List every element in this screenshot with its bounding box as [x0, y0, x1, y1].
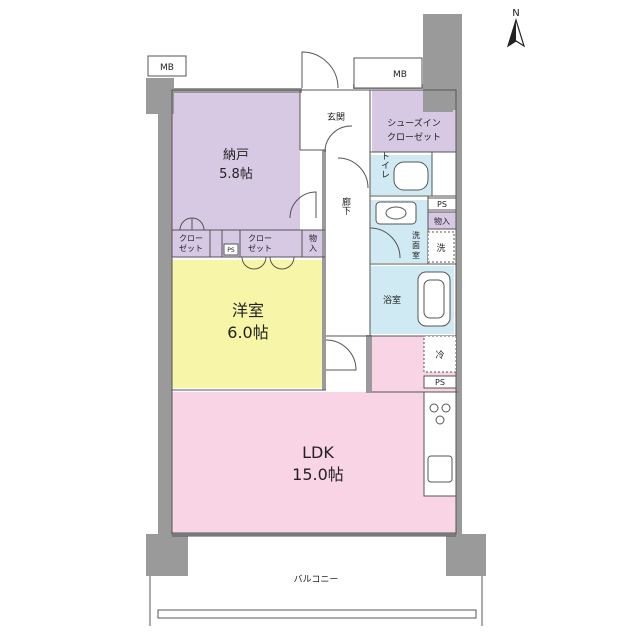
senmen-line2: 面 [412, 241, 420, 250]
closet1-line1: クロー [179, 234, 203, 243]
ps-top-label: PS [437, 200, 447, 209]
closet2-line1: クロー [248, 234, 272, 243]
senmen-line3: 室 [412, 250, 420, 260]
sink-icon [375, 201, 417, 225]
washer-icon [427, 231, 455, 263]
mb-left-label: MB [160, 63, 174, 73]
nando-room [172, 90, 300, 230]
mb-left-box [147, 55, 187, 77]
bath-label: 浴室 [383, 294, 401, 306]
fridge-label: 冷 [435, 349, 444, 361]
washer-label: 洗 [436, 242, 445, 254]
kitchen-sink-icon [427, 455, 453, 483]
ldk-room [172, 392, 458, 534]
shoes-line2: クローゼット [387, 131, 441, 143]
stove-burner-icon [429, 403, 439, 413]
monoire-closet-line2: 入 [309, 244, 317, 253]
ps-kitchen-box [423, 375, 457, 389]
youshitsu-name: 洋室 [232, 301, 264, 320]
walls [146, 14, 486, 576]
youshitsu-door [325, 339, 357, 371]
north-compass: N [506, 8, 526, 48]
ps-small-label: PS [227, 247, 235, 254]
youshitsu-size: 6.0帖 [227, 323, 268, 342]
closet-band [172, 230, 325, 257]
bathtub-icon [417, 271, 451, 327]
shoes-line1: シューズイン [387, 117, 441, 129]
ps-kitchen-label: PS [435, 378, 445, 387]
nando-name: 納戸 [223, 148, 249, 163]
balcony [149, 535, 483, 626]
mb-right-label: MB [393, 70, 407, 80]
ps-top-box [427, 197, 457, 211]
mb-right-box [353, 57, 423, 89]
entrance-door [301, 51, 339, 89]
youshitsu-room [172, 260, 324, 388]
monoire-closet-fill [303, 230, 324, 257]
nando-notch [300, 90, 320, 150]
north-arrow-fill [508, 20, 516, 46]
ldk-size: 15.0帖 [292, 465, 344, 484]
rouka-label: 廊下 [340, 196, 351, 216]
closet2-line2: ゼット [248, 243, 272, 253]
bath-monoire-label: 物入 [434, 216, 450, 226]
fridge-icon [423, 335, 457, 373]
toilet-label: トイレ [379, 152, 390, 179]
bath-monoire [428, 212, 456, 229]
genkan-label: 玄関 [327, 111, 345, 123]
nando-door [289, 191, 317, 219]
senmen-line1: 洗 [412, 230, 420, 240]
doors [179, 51, 401, 371]
compass-label: N [512, 8, 519, 19]
ldk-name: LDK [302, 443, 334, 462]
closet1-line2: ゼット [179, 243, 203, 253]
toilet-icon [393, 161, 429, 191]
monoire-closet-line1: 物 [309, 233, 317, 243]
nando-size: 5.8帖 [219, 167, 253, 182]
balcony-label: バルコニー [294, 574, 339, 585]
ps-small-box [223, 243, 239, 256]
